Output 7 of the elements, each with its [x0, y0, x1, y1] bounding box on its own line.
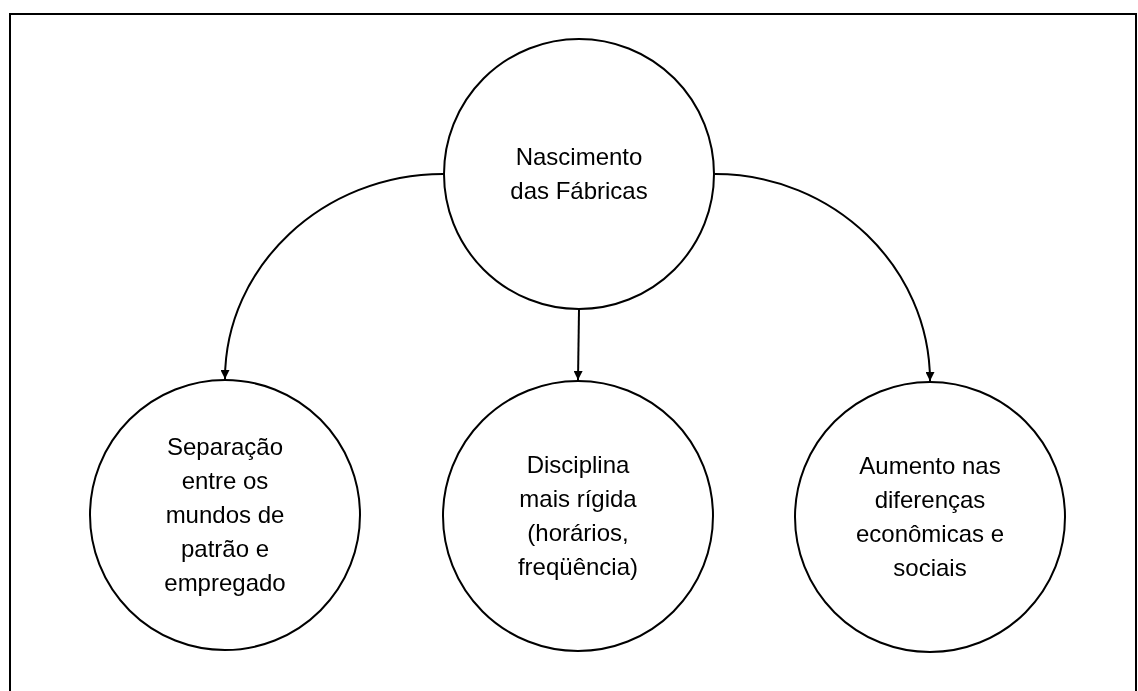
node-label: Aumento nas diferenças econômicas e sociais: [854, 451, 1006, 583]
node-label: Separação entre os mundos de patrão e empregado: [163, 432, 287, 598]
node-label: Nascimento das Fábricas: [509, 142, 649, 206]
arrow: [573, 309, 583, 381]
arrow: [714, 173, 934, 382]
arrow: [221, 173, 444, 380]
node-label: Disciplina mais rígida (horários, freqüência): [516, 450, 640, 582]
